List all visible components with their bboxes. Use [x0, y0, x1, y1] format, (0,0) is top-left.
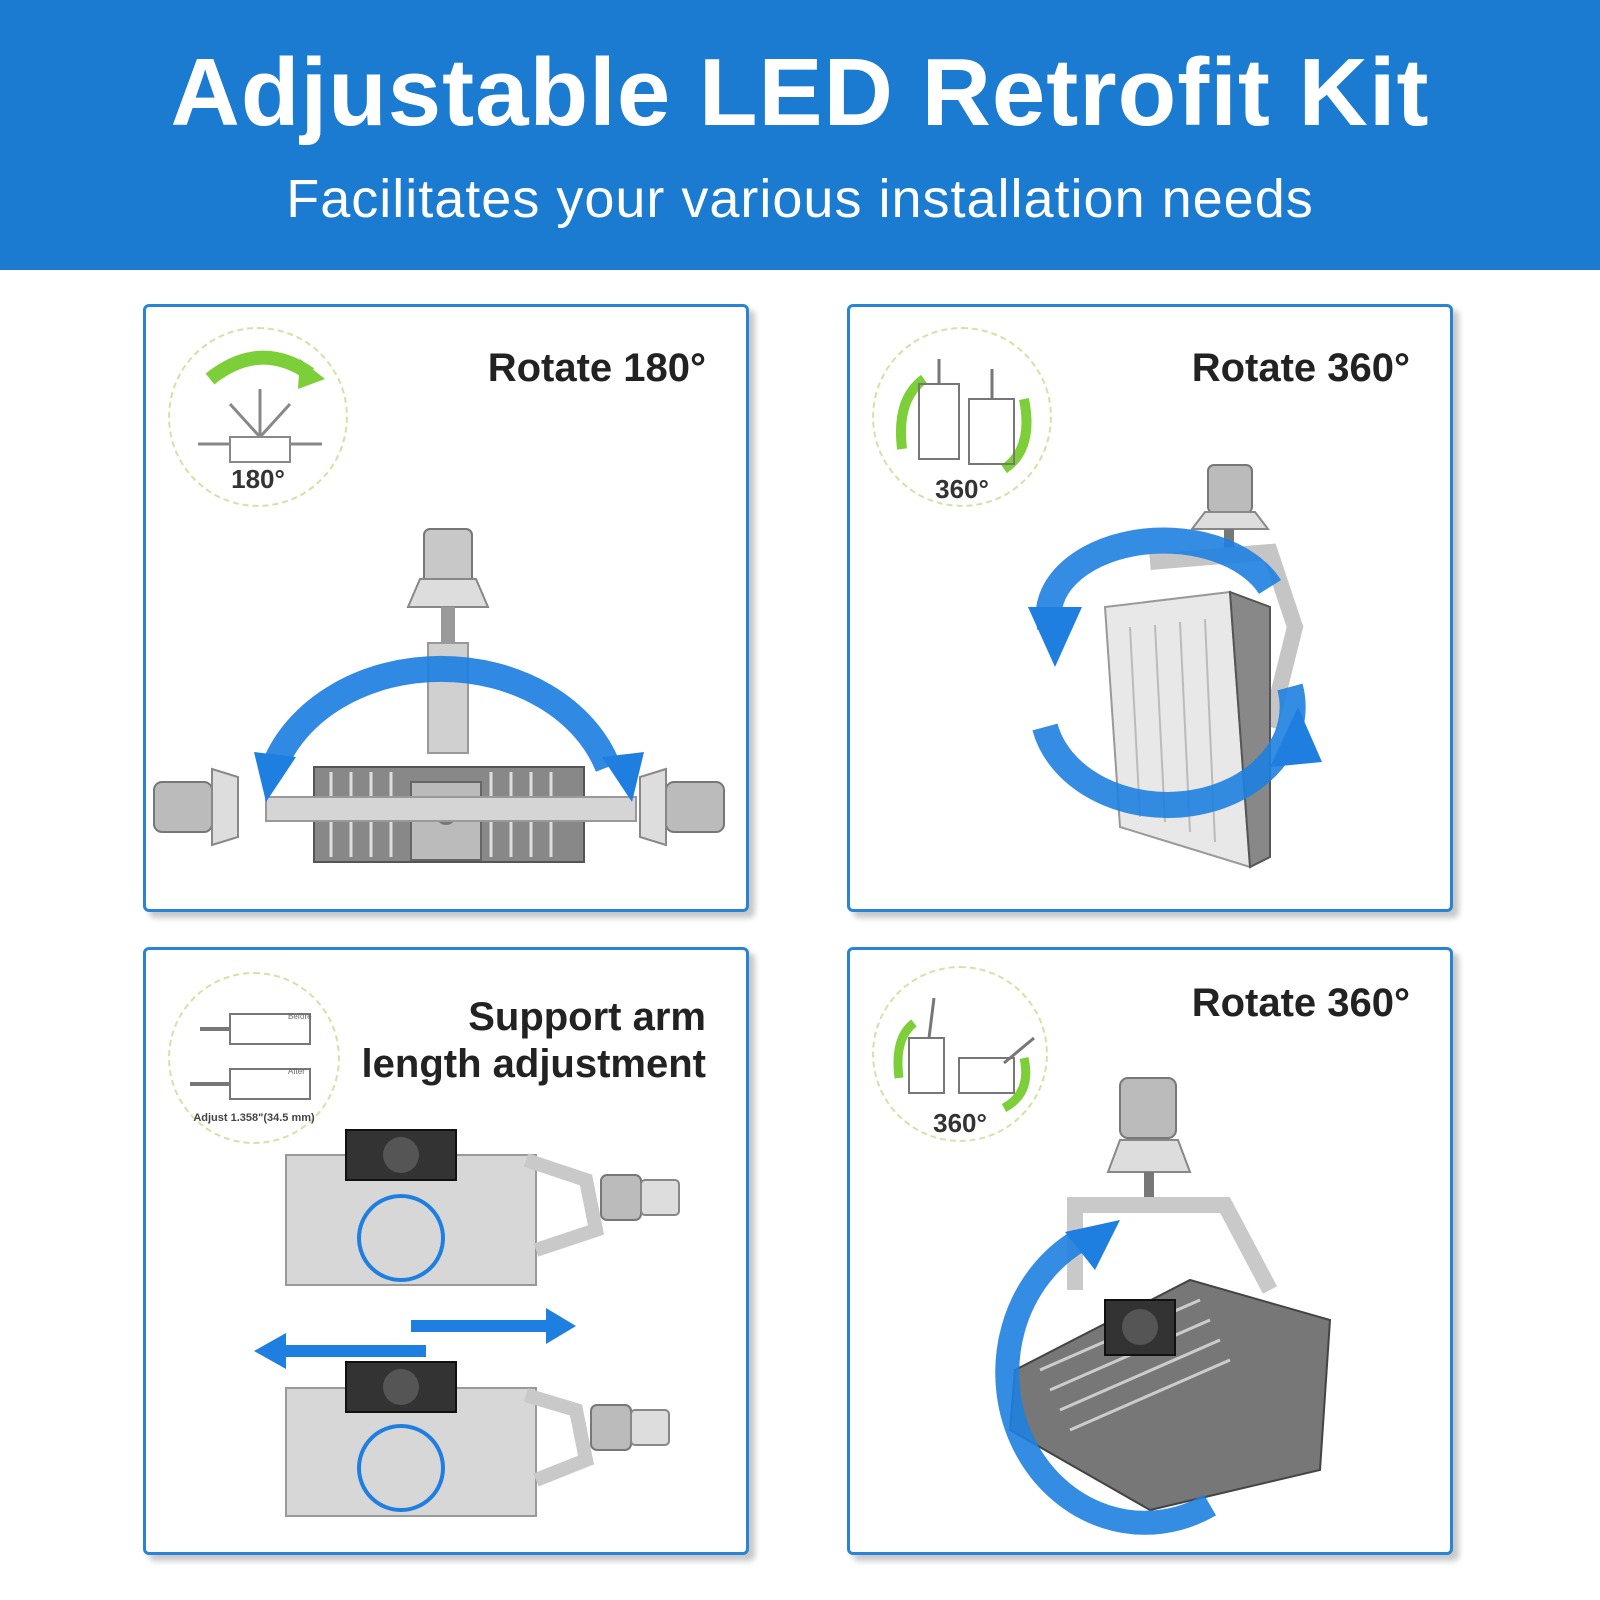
inset-degree-label: 180° [231, 464, 285, 494]
page-subtitle: Facilitates your various installation ne… [286, 169, 1314, 229]
header-banner: Adjustable LED Retrofit Kit Facilitates … [0, 0, 1600, 270]
inset-degree-label: 360° [933, 1108, 987, 1138]
panel-title-line1: Support arm [468, 995, 706, 1039]
arm-adjust-inset-icon [190, 1013, 311, 1100]
panel-title-line2: length adjustment [361, 1042, 706, 1086]
rotate-180-diagram: 180° [168, 327, 348, 507]
inset-after-label: After [288, 1067, 305, 1076]
panel-title: Rotate 360° [1191, 981, 1410, 1025]
panel-title: Rotate 360° [1191, 346, 1410, 390]
fixture-rotate-360-b-illustration [995, 1077, 1332, 1535]
rotate-360-inset-icon [893, 997, 1035, 1112]
arm-adjust-diagram: Before After Adjust 1.358"(34.5 mm) [168, 972, 340, 1144]
rotate-360-inset-icon [896, 359, 1032, 474]
fixture-arm-adjust-illustration [254, 1129, 680, 1517]
panel-title: Support arm length adjustment [362, 994, 706, 1088]
inset-adjust-label: Adjust 1.358"(34.5 mm) [193, 1112, 315, 1124]
rotate-360-diagram: 360° [872, 327, 1052, 507]
fixture-rotate-180-illustration [153, 528, 725, 863]
panel-rotate-360-a: Rotate 360° 360° [847, 304, 1453, 912]
rotate-180-inset-icon [198, 350, 325, 463]
panel-rotate-360-b: Rotate 360° 360° [847, 947, 1453, 1555]
inset-before-label: Before [288, 1012, 312, 1021]
fixture-rotate-360-illustration [1028, 464, 1322, 869]
rotate-360-diagram: 360° [872, 966, 1048, 1142]
panel-support-arm: Support arm length adjustment Before Aft… [143, 947, 749, 1555]
panel-title: Rotate 180° [487, 346, 706, 390]
inset-degree-label: 360° [935, 474, 989, 504]
panel-rotate-180: Rotate 180° 180° [143, 304, 749, 912]
page-title: Adjustable LED Retrofit Kit [170, 39, 1430, 146]
